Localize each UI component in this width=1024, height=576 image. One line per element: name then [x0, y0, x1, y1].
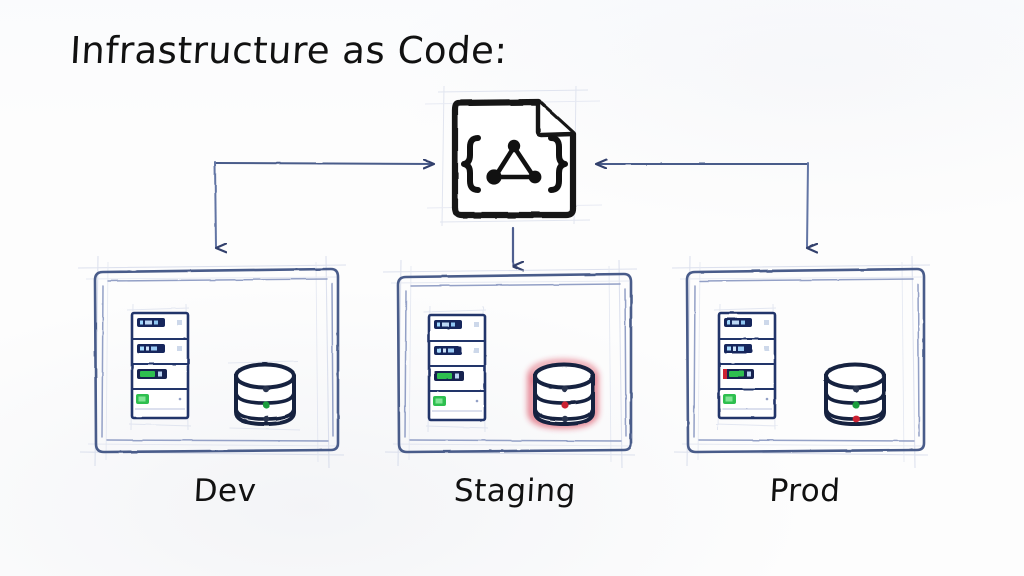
database-staging — [528, 360, 598, 429]
connector-group — [214, 161, 808, 266]
code-braces-node-graph-icon — [461, 135, 568, 193]
server-rack-dev — [126, 303, 192, 431]
env-label-prod: Prod — [768, 473, 842, 509]
environment-dev[interactable] — [77, 255, 347, 469]
server-rack-prod — [713, 303, 779, 431]
server-rack-staging — [423, 305, 489, 433]
env-box-dev — [77, 255, 347, 469]
environment-staging[interactable] — [382, 259, 638, 469]
env-label-dev: Dev — [192, 473, 258, 509]
connector-dev-branch-to-file — [215, 163, 434, 164]
database-dev — [227, 360, 301, 431]
env-box-prod — [671, 255, 931, 469]
page-title: Infrastructure as Code: — [68, 29, 509, 72]
connector-file-to-dev — [214, 161, 216, 248]
env-label-staging: Staging — [453, 473, 577, 509]
database-prod — [824, 362, 889, 427]
env-box-staging — [382, 259, 638, 469]
connector-file-to-prod — [807, 162, 808, 248]
environment-prod[interactable] — [671, 255, 931, 469]
config-file-icon[interactable] — [424, 85, 603, 227]
